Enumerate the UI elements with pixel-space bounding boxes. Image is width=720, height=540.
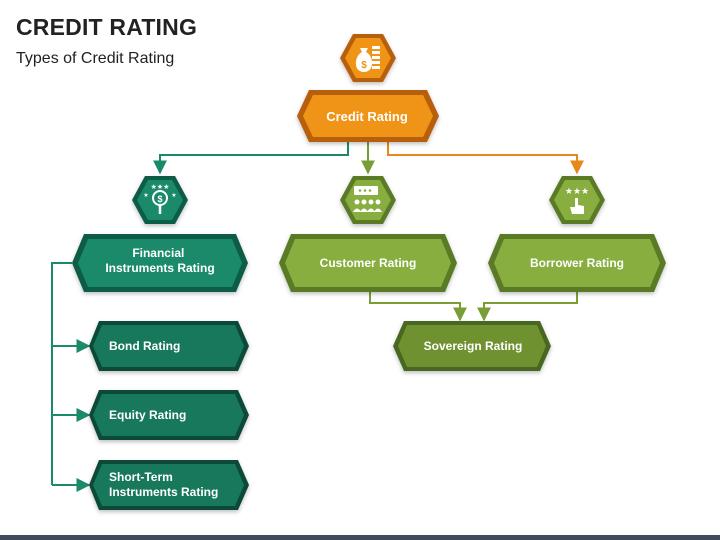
node-label-short-term: Short-Term Instruments Rating [109,470,218,499]
node-label-sovereign: Sovereign Rating [424,339,523,353]
node-label-root: Credit Rating [326,109,408,124]
page-subtitle: Types of Credit Rating [16,50,175,67]
hand-stars-icon: ★★★ [549,176,605,224]
connector-root-financial [153,142,349,175]
node-equity-rating: Equity Rating [89,390,249,440]
node-borrower-rating: Borrower Rating [488,234,666,292]
customer-feedback-icon [340,176,396,224]
node-short-term-instruments-rating: Short-Term Instruments Rating [89,460,249,510]
node-label-financial: Financial Instruments Rating [105,246,214,275]
node-label-customer: Customer Rating [320,256,417,270]
svg-text:★★★: ★★★ [151,183,170,191]
node-customer-rating: Customer Rating [279,234,457,292]
node-label-equity: Equity Rating [109,408,186,422]
node-credit-rating: Credit Rating [297,90,439,142]
svg-text:★★★: ★★★ [565,187,589,197]
money-bag-coins-icon: $ [340,34,396,82]
connectors [51,142,584,492]
magnifier-dollar-stars-icon: $ ★★★ ★ ★ [132,176,188,224]
svg-text:★: ★ [143,192,148,199]
node-label-bond: Bond Rating [109,339,180,353]
svg-text:★: ★ [171,192,176,199]
node-label-borrower: Borrower Rating [530,256,624,270]
connector-borrower-sovereign [477,289,578,322]
node-financial-instruments-rating: Financial Instruments Rating [72,234,248,292]
connector-customer-sovereign [369,289,467,322]
connector-financial-trunk [51,262,72,485]
svg-text:$: $ [157,194,162,204]
node-bond-rating: Bond Rating [89,321,249,371]
connector-root-borrower [387,142,584,175]
page-title: CREDIT RATING [16,14,198,40]
svg-text:$: $ [361,60,367,71]
footer-bar [0,535,720,540]
node-sovereign-rating: Sovereign Rating [393,321,551,371]
